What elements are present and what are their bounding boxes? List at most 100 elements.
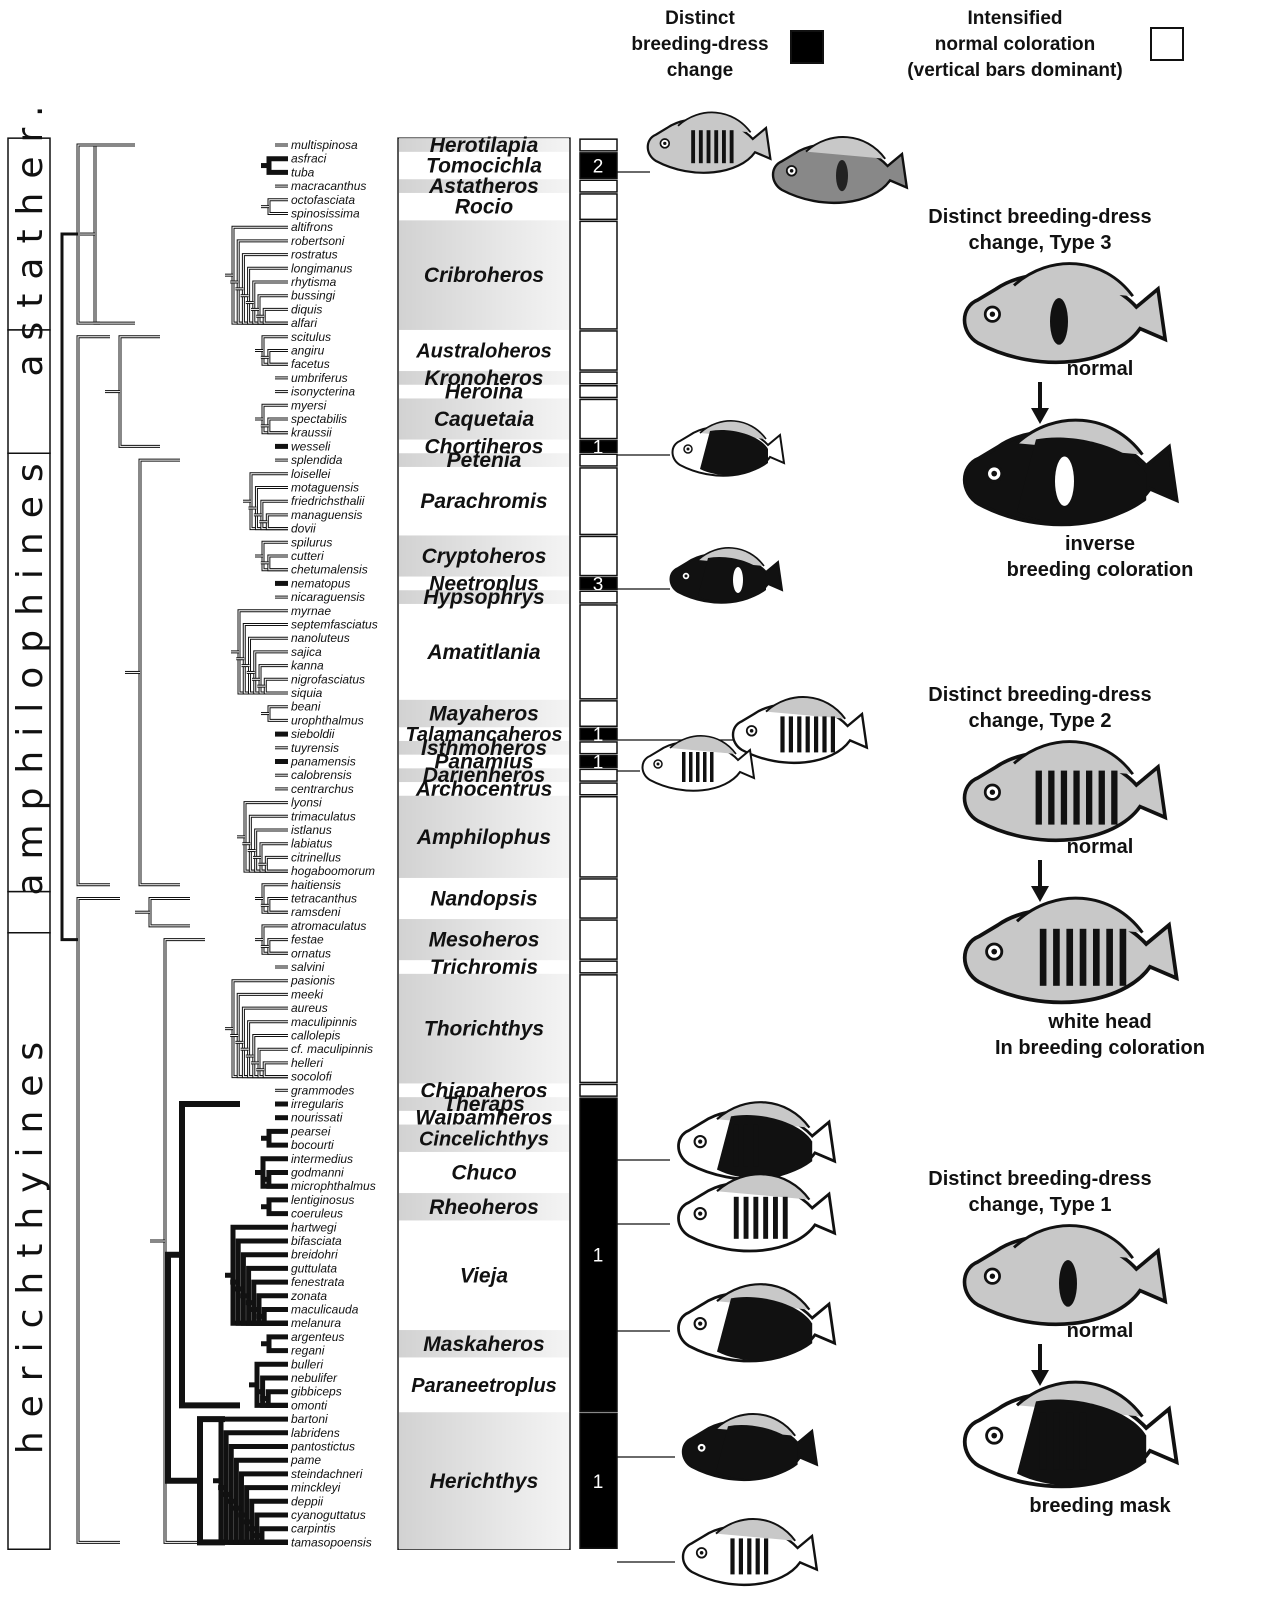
species-label: pame <box>290 1453 321 1467</box>
tree-branch-deep-inner <box>78 899 120 1543</box>
coloration-cell <box>580 975 617 1083</box>
species-label: sajica <box>291 645 322 659</box>
species-label: maculipinnis <box>291 1015 357 1029</box>
tree-branch-inner <box>269 707 288 721</box>
clade-box <box>8 892 50 933</box>
type-breeding-caption: breeding coloration <box>1007 559 1194 581</box>
coloration-cell <box>580 221 617 329</box>
clade-boxes: astather.amphilophinesherichthyines <box>8 92 51 1550</box>
species-label: omonti <box>291 1398 327 1412</box>
tree-branch <box>269 351 288 365</box>
fish-icon <box>965 1226 1166 1325</box>
species-label: intermedius <box>291 1152 353 1166</box>
tree-branch-inner <box>267 515 288 529</box>
fish-icon <box>965 1382 1177 1486</box>
species-label: festae <box>291 933 324 947</box>
tree-branch-inner <box>140 460 180 885</box>
tree-branch <box>265 679 288 693</box>
species-label: rostratus <box>291 248 338 262</box>
species-label: alfari <box>291 316 317 330</box>
tree-root <box>62 234 78 940</box>
species-label: altifrons <box>291 220 333 234</box>
species-label: managuensis <box>291 508 362 522</box>
fish-icon <box>965 898 1177 1002</box>
species-label: dovii <box>291 522 316 536</box>
species-label: panamensis <box>290 755 356 769</box>
genus-label: Mesoheros <box>429 929 540 952</box>
clade-label-astather: astather. <box>10 92 51 377</box>
fish-icon <box>683 1519 817 1585</box>
tree-branch <box>269 940 288 954</box>
coloration-cell <box>580 701 617 726</box>
species-label: bocourti <box>291 1138 334 1152</box>
tree-branch-inner <box>265 679 288 693</box>
tree-branch <box>267 515 288 529</box>
species-label: nebulifer <box>291 1371 338 1385</box>
genus-label: Thorichthys <box>424 1018 544 1041</box>
coloration-cell <box>580 194 617 219</box>
species-label: isonycterina <box>291 385 355 399</box>
species-label: zonata <box>290 1289 327 1303</box>
species-label: microphthalmus <box>291 1179 376 1193</box>
genus-label: Caquetaia <box>434 408 535 431</box>
genus-label: Astatheros <box>428 175 539 198</box>
species-label: carpintis <box>291 1522 336 1536</box>
species-label: lentiginosus <box>291 1193 354 1207</box>
species-label: spilurus <box>291 535 332 549</box>
species-label: bulleri <box>291 1357 323 1371</box>
type-breeding-caption: In breeding coloration <box>995 1037 1205 1059</box>
species-label: asfraci <box>291 152 327 166</box>
tree-branch-inner <box>269 419 288 433</box>
tree-branch-inner <box>266 857 288 871</box>
tree-branch-deep <box>78 899 120 1543</box>
clade-label-herichthyines: herichthyines <box>10 1028 51 1454</box>
tree-branch <box>266 857 288 871</box>
fish-icon <box>648 112 771 172</box>
species-label: trimaculatus <box>291 809 356 823</box>
species-label: myrnae <box>291 604 331 618</box>
coloration-cell <box>580 468 617 535</box>
genus-label: Petenia <box>447 449 522 472</box>
species-label: cf. maculipinnis <box>291 1042 373 1056</box>
species-label: pasionis <box>290 974 335 988</box>
species-label: calobrensis <box>291 768 352 782</box>
tree-branch-deep-inner <box>78 337 110 885</box>
coloration-cell <box>580 331 617 370</box>
tree-branch-inner <box>150 899 190 926</box>
type-title: Distinct breeding-dress <box>928 684 1151 706</box>
tree-branch <box>262 1529 288 1543</box>
species-label: nigrofasciatus <box>291 672 365 686</box>
type-normal-caption: normal <box>1067 836 1134 858</box>
genus-label: Tomocichla <box>426 155 542 178</box>
species-label: guttulata <box>291 1261 337 1275</box>
species-label: octofasciata <box>291 193 355 207</box>
genus-label: Cribroheros <box>424 264 544 287</box>
tree-branch <box>269 419 288 433</box>
species-label: pearsei <box>290 1124 331 1138</box>
type-normal-caption: normal <box>1067 358 1134 380</box>
type-breeding-caption: white head <box>1047 1011 1151 1033</box>
species-label: grammodes <box>291 1083 354 1097</box>
genus-label: Rheoheros <box>429 1196 539 1219</box>
breeding-dress-types: Distinct breeding-dresschange, Type 3nor… <box>928 206 1205 1517</box>
species-label: ramsdeni <box>291 905 341 919</box>
tree-branch <box>269 556 288 570</box>
species-label: bartoni <box>291 1412 328 1426</box>
species-label: minckleyi <box>291 1481 341 1495</box>
tree-branch <box>120 337 160 447</box>
species-label: spectabilis <box>291 412 347 426</box>
species-label: centrarchus <box>291 782 354 796</box>
species-label: breidohri <box>291 1248 338 1262</box>
tree-branch-inner <box>269 351 288 365</box>
species-label: robertsoni <box>291 234 345 248</box>
species-label: scitulus <box>291 330 331 344</box>
tree-branch-inner <box>269 556 288 570</box>
species-label: steindachneri <box>291 1467 363 1481</box>
species-label: ornatus <box>291 946 331 960</box>
genus-label: Nandopsis <box>430 888 537 911</box>
coloration-cell <box>580 139 617 151</box>
tree-branch <box>269 1173 288 1187</box>
tree-branch-deep <box>78 337 110 885</box>
species-label: bussingi <box>291 289 335 303</box>
